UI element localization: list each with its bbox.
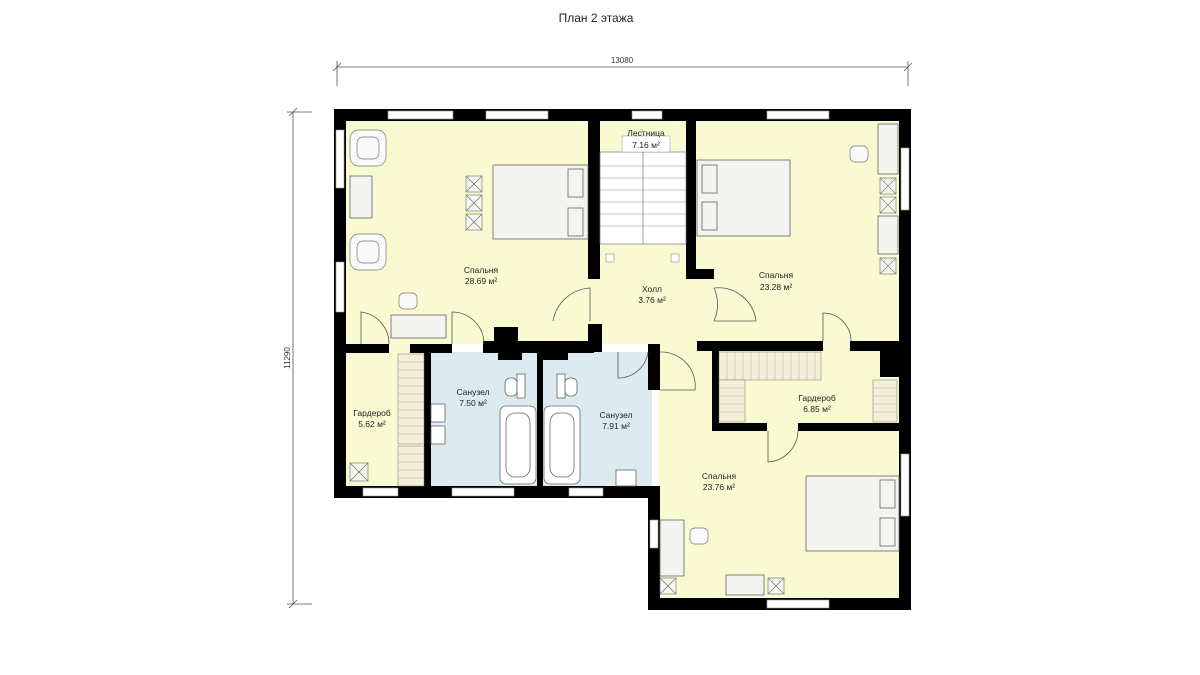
plan-title: План 2 этажа (559, 11, 634, 25)
room-area: 23.76 м² (703, 482, 735, 492)
room-labels: Спальня 28.69 м² Лестница 7.16 м² Спальн… (353, 128, 836, 492)
room-area: 28.69 м² (465, 276, 497, 286)
room-bathroom-2: Санузел 7.91 м² (599, 410, 632, 431)
room-bedroom-1: Спальня 28.69 м² (464, 265, 499, 286)
room-name: Лестница (627, 128, 665, 138)
room-hall: Холл 3.76 м² (638, 284, 666, 305)
doors (360, 287, 852, 463)
room-name: Спальня (702, 471, 737, 481)
staircase (599, 135, 687, 263)
cabinets (349, 175, 897, 595)
room-staircase: Лестница 7.16 м² (627, 128, 665, 150)
room-wardrobe-1: Гардероб 5.62 м² (353, 408, 391, 429)
room-area: 7.50 м² (459, 398, 487, 408)
room-area: 5.62 м² (358, 419, 386, 429)
height-dimension-label: 11290 (283, 347, 292, 369)
room-area: 23.28 м² (760, 282, 792, 292)
width-dimension-label: 13080 (611, 56, 634, 65)
room-name: Холл (642, 284, 662, 294)
wardrobe-shelves (397, 351, 898, 487)
room-name: Гардероб (353, 408, 391, 418)
room-bedroom-2: Спальня 23.28 м² (759, 270, 794, 292)
room-area: 7.16 м² (632, 140, 660, 150)
desks-chairs (349, 123, 899, 596)
height-dimension: 11290 (283, 107, 312, 609)
room-bedroom-3: Спальня 23.76 м² (702, 471, 737, 492)
room-name: Санузел (599, 410, 632, 420)
width-dimension: 13080 (332, 56, 913, 86)
bathroom-fixtures (430, 373, 637, 487)
room-name: Спальня (759, 270, 794, 280)
room-area: 7.91 м² (602, 421, 630, 431)
room-area: 3.76 м² (638, 295, 666, 305)
room-name: Гардероб (798, 393, 836, 403)
beds (492, 159, 900, 552)
room-name: Спальня (464, 265, 499, 275)
windows (335, 110, 910, 609)
room-area: 6.85 м² (803, 404, 831, 414)
room-bathroom-1: Санузел 7.50 м² (456, 387, 489, 408)
room-wardrobe-2: Гардероб 6.85 м² (798, 393, 836, 414)
room-name: Санузел (456, 387, 489, 397)
wardrobe-hatching (398, 352, 897, 479)
